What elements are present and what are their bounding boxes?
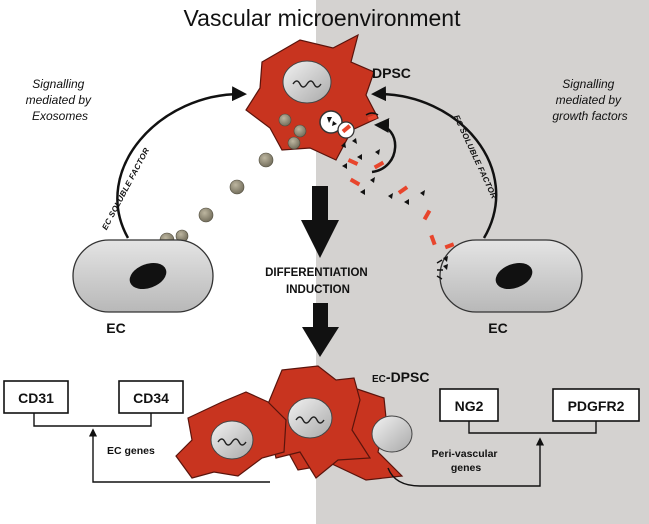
vesicle-receptor xyxy=(319,110,343,134)
ec-nucleus xyxy=(129,262,167,290)
dpsc-nucleus xyxy=(282,60,332,104)
cd34-box xyxy=(118,380,184,414)
ec-genes-label: EC genes xyxy=(107,445,155,457)
peri-vascular-genes-bracket xyxy=(468,421,597,434)
differentiation-induction-label: DIFFERENTIATION INDUCTION xyxy=(265,267,371,296)
ng2-label: NG2 xyxy=(455,398,484,414)
growth-factor-signal-arrow xyxy=(371,86,498,239)
ec-genes-arrow xyxy=(88,428,270,483)
peri-vascular-genes-label: Peri-vascular genes xyxy=(432,448,501,474)
dpsc-cell xyxy=(245,33,379,161)
differentiation-arrow-bottom xyxy=(302,303,339,357)
ec-nucleus xyxy=(495,262,533,290)
pdgfr2-label: PDGFR2 xyxy=(568,398,625,414)
exosome-signalling-note: Signalling mediated by Exosomes xyxy=(26,77,95,123)
differentiation-arrow-top xyxy=(301,186,339,258)
dna-squiggle-icon xyxy=(292,80,322,88)
ec-cell-right xyxy=(436,239,583,313)
receptor-icon xyxy=(365,112,379,116)
ec-genes-bracket xyxy=(33,413,152,427)
dpsc-label: DPSC xyxy=(372,65,411,81)
pdgfr2-box xyxy=(552,388,640,422)
peri-vascular-genes-arrow xyxy=(387,437,545,487)
ec-cell-left xyxy=(72,239,214,313)
autocrine-arrow xyxy=(371,118,397,174)
cd31-box xyxy=(3,380,69,414)
growth-factor-particles xyxy=(342,149,437,246)
ec-dpsc-label: EC-DPSC xyxy=(372,369,429,385)
cd31-label: CD31 xyxy=(18,390,54,406)
dna-squiggle-icon xyxy=(217,438,247,446)
cd34-label: CD34 xyxy=(133,390,169,406)
ec-dpsc-cells xyxy=(175,365,413,481)
growth-factor-signalling-note: Signalling mediated by growth factors xyxy=(552,77,627,123)
ec-left-label: EC xyxy=(106,320,125,336)
exosome-signal-arrow xyxy=(116,86,247,239)
ec-right-label: EC xyxy=(488,320,507,336)
dna-squiggle-icon xyxy=(295,416,325,424)
diagram-title: Vascular microenvironment xyxy=(184,5,462,31)
ec-soluble-factor-left: EC SOLUBLE FACTOR xyxy=(100,146,151,231)
